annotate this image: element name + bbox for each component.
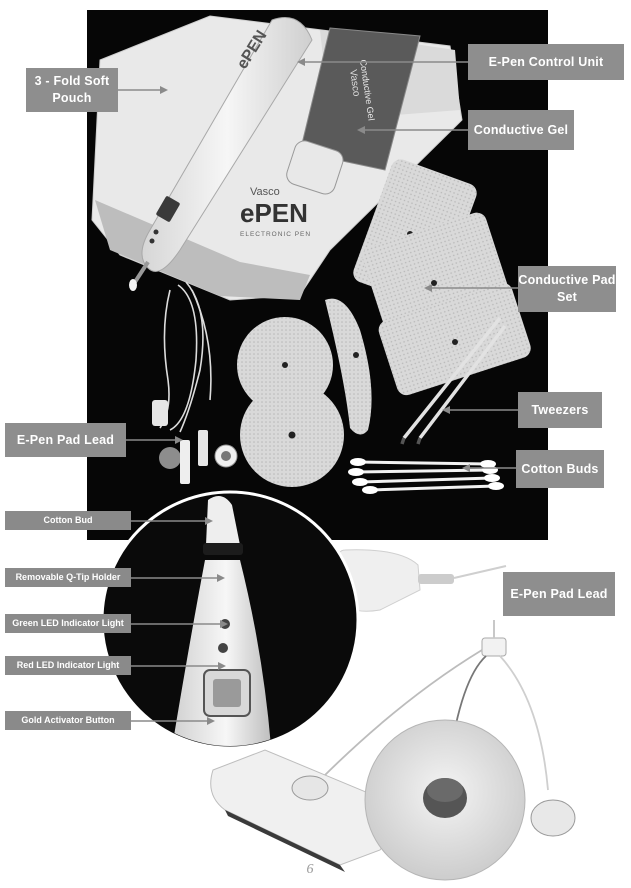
tweezers [400,316,507,445]
pouch-logo-name: ePEN [240,198,308,228]
pouch-logo-brand: Vasco [250,186,280,198]
label-conductive-pad-set: Conductive Pad Set [518,266,616,312]
label-qtip-holder: Removable Q-Tip Holder [5,568,131,587]
pen-zoom-circle [100,490,360,750]
label-control-unit: E-Pen Control Unit [468,44,624,80]
label-green-led: Green LED Indicator Light [5,614,131,633]
label-pad-lead-bottom: E-Pen Pad Lead [503,572,615,616]
pouch-logo-tagline: ELECTRONIC PEN [240,231,311,238]
label-conductive-gel: Conductive Gel [468,110,574,150]
leader-arrowheads [160,58,470,725]
label-cotton-bud: Cotton Bud [5,511,131,530]
gel-brand: Vasco [347,69,362,98]
gel-tube: Vasco Conductive Gel [286,27,421,195]
page-number: 6 [306,862,314,877]
pouch-logo: Vasco ePEN ELECTRONIC PEN [240,186,311,238]
label-gold-button: Gold Activator Button [5,711,131,730]
conductive-pads [237,159,531,487]
leader-lines [118,61,518,722]
label-pad-lead-top: E-Pen Pad Lead [5,423,126,457]
label-cotton-buds: Cotton Buds [516,450,604,488]
pad-lead-connectors [152,400,238,484]
cotton-buds [348,458,504,494]
pad-lead-assembly [210,549,576,881]
label-tweezers: Tweezers [518,392,602,428]
label-soft-pouch: 3 - Fold Soft Pouch [26,68,118,112]
label-red-led: Red LED Indicator Light [5,656,131,675]
